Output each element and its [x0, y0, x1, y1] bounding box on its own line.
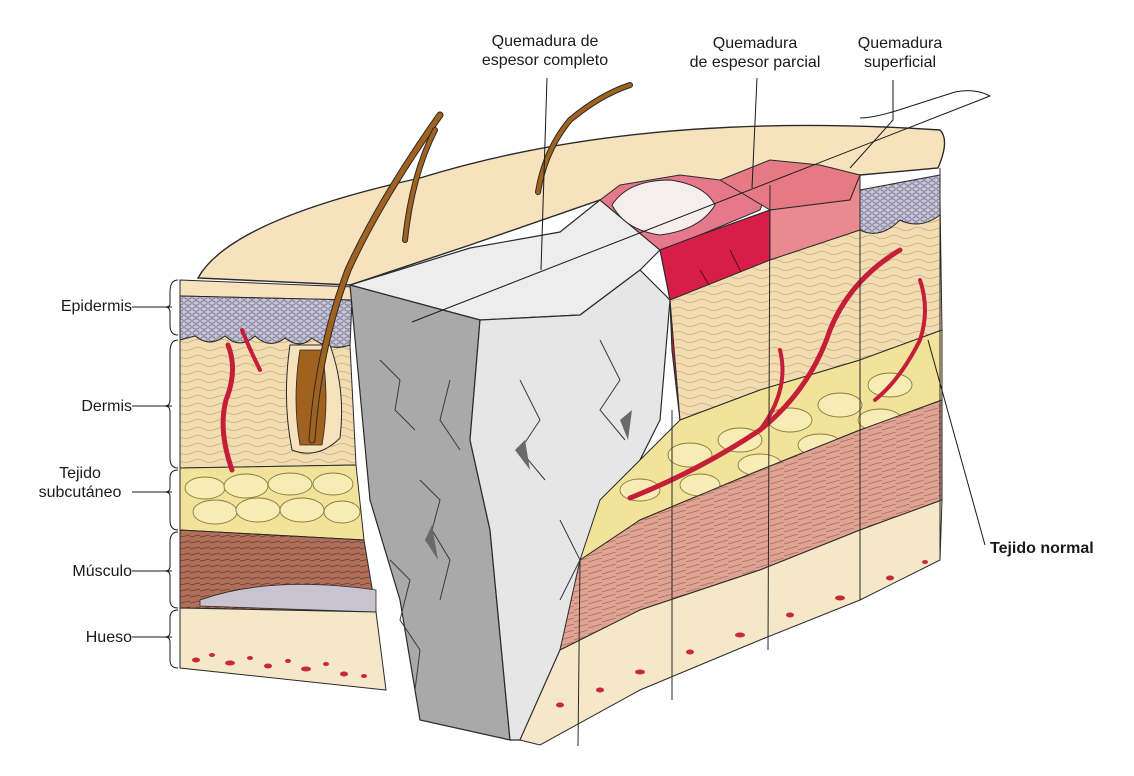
label-partial-thickness-burn: Quemadura de espesor parcial	[665, 34, 845, 72]
label-superficial-burn: Quemadura superficial	[840, 34, 960, 72]
label-superficial-line2: superficial	[840, 53, 960, 72]
bone-layer-left	[180, 608, 386, 690]
label-normal-tissue: Tejido normal	[990, 539, 1094, 558]
label-superficial-line1: Quemadura	[840, 34, 960, 53]
label-muscle: Músculo	[20, 562, 132, 581]
label-full-thickness-line2: espesor completo	[455, 51, 635, 70]
label-subcutaneous-tissue: Tejido subcutáneo	[28, 464, 132, 502]
left-braces	[165, 280, 178, 668]
label-bone: Hueso	[20, 628, 132, 647]
label-dermis: Dermis	[20, 397, 132, 416]
label-full-thickness-line1: Quemadura de	[455, 32, 635, 51]
label-full-thickness-burn: Quemadura de espesor completo	[455, 32, 635, 70]
label-subcutaneous-line2: subcutáneo	[28, 483, 132, 502]
label-partial-thickness-line2: de espesor parcial	[665, 53, 845, 72]
label-partial-thickness-line1: Quemadura	[665, 34, 845, 53]
label-epidermis: Epidermis	[20, 297, 132, 316]
label-subcutaneous-line1: Tejido	[28, 464, 132, 483]
